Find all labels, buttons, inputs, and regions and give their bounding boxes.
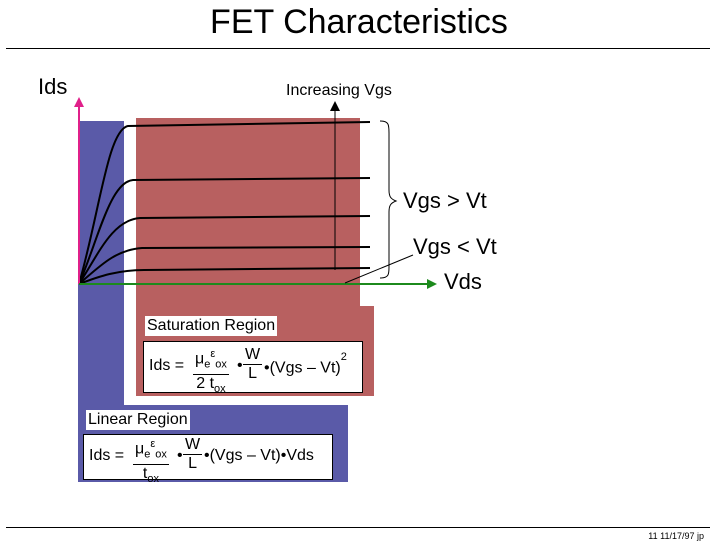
- vgs-above-vt-label: Vgs > Vt: [403, 188, 487, 213]
- linear-rest: •(Vgs – Vt)•Vds: [204, 447, 314, 464]
- curve-vgs-1: [78, 121, 371, 285]
- curly-brace: [379, 120, 398, 279]
- saturation-w-over-l: W L: [243, 346, 263, 382]
- saturation-equation: Ids = μeεox 2 tox • W L •(Vgs – Vt)2: [143, 341, 363, 395]
- y-axis-label: Ids: [38, 74, 68, 99]
- curve-vgs-2: [78, 177, 371, 285]
- linear-equation: Ids = μeεox tox • W L •(Vgs – Vt)•Vds: [83, 434, 333, 485]
- curve-vgs-4: [78, 246, 371, 285]
- linear-lhs: Ids: [89, 447, 111, 464]
- linear-fraction: μeεox tox: [133, 435, 169, 488]
- saturation-lhs: Ids: [149, 357, 171, 374]
- curve-vgs-3: [78, 215, 371, 285]
- linear-region-title: Linear Region: [86, 410, 190, 430]
- saturation-region-title: Saturation Region: [145, 316, 278, 336]
- vgs-below-vt-leader: [344, 254, 414, 284]
- curve-vgs-5: [78, 267, 371, 285]
- x-axis-label: Vds: [444, 269, 482, 294]
- title-divider: [6, 48, 710, 49]
- characteristic-curves: [78, 121, 371, 285]
- saturation-rest: •(Vgs – Vt): [264, 359, 341, 377]
- linear-equals: =: [114, 447, 125, 464]
- saturation-equals: =: [174, 357, 185, 374]
- saturation-exponent: 2: [340, 351, 347, 363]
- increasing-vgs-label: Increasing Vgs: [286, 82, 392, 99]
- footer-page-info: 11 11/17/97 jp: [648, 531, 704, 541]
- vgs-below-vt-label: Vgs < Vt: [413, 234, 497, 259]
- saturation-fraction: μeεox 2 tox: [193, 345, 229, 398]
- linear-w-over-l: W L: [183, 436, 203, 472]
- page-title: FET Characteristics: [210, 3, 508, 41]
- footer-divider: [6, 527, 710, 528]
